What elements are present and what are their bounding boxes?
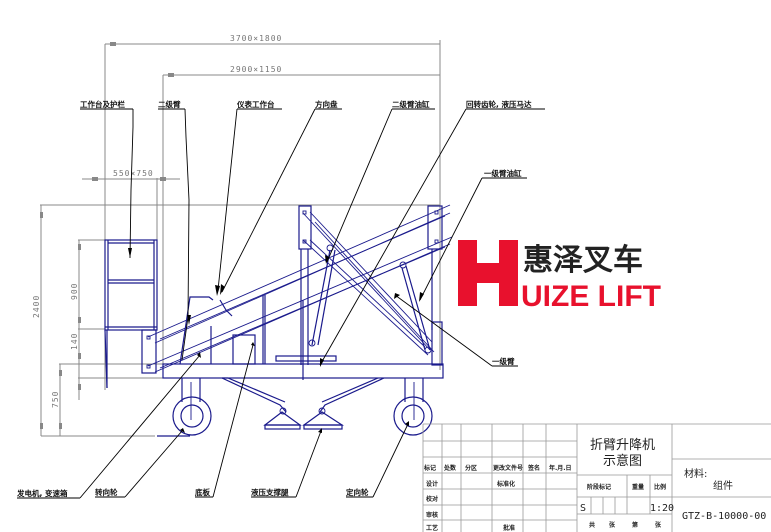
callout-steer-wheel: 转向轮 <box>95 487 118 497</box>
callout-instrument-console: 仪表工作台 <box>236 99 275 109</box>
first-arm-cylinder <box>399 261 432 354</box>
dim-platform: 550×750 <box>113 169 154 178</box>
dimension-lines: 3700×1800 2900×1150 550×750 2400 900 140 <box>32 34 441 437</box>
tb-header-date: 年.月.日 <box>549 464 572 472</box>
fixed-wheel-right <box>393 396 433 436</box>
tb-weight-header: 重量 <box>632 483 644 491</box>
tb-sheet-unit1: 张 <box>609 521 616 529</box>
stage-mark-value: S <box>580 503 586 514</box>
callout-labels: 工作台及护栏 二级臂 仪表工作台 方向盘 二级臂油缸 回转齿轮, 液压马达 一级… <box>16 99 532 498</box>
instrument-console <box>179 295 266 365</box>
tb-row-design: 设计 <box>426 480 438 488</box>
drawing-title-line1: 折臂升降机 <box>590 438 655 453</box>
work-platform <box>104 239 158 389</box>
callout-steering-wheel: 方向盘 <box>315 99 338 109</box>
tb-scale-header: 比例 <box>654 483 666 491</box>
dim-arm-span: 2900×1150 <box>230 65 282 74</box>
logo-english-text: UIZE LIFT <box>521 280 661 313</box>
material-value: 组件 <box>713 479 733 492</box>
leader-lines <box>17 108 545 499</box>
material-label: 材料: <box>684 467 707 480</box>
tb-row-check: 校对 <box>426 495 438 503</box>
second-arm-cylinder <box>308 244 336 347</box>
scale-value: 1:20 <box>650 503 674 514</box>
tb-header-signature: 签名 <box>527 464 540 472</box>
callout-slewing-gear-motor: 回转齿轮, 液压马达 <box>466 99 532 109</box>
chassis <box>162 363 444 430</box>
callout-base-plate: 底板 <box>195 487 210 497</box>
callout-second-arm-cylinder: 二级臂油缸 <box>392 99 430 109</box>
callout-platform-guardrail: 工作台及护栏 <box>80 99 125 109</box>
tb-row-approve: 批准 <box>503 524 515 532</box>
tb-row-review: 审核 <box>426 511 438 519</box>
tb-header-count: 处数 <box>443 464 457 472</box>
title-block: 标记 处数 分区 更改文件号 签名 年.月.日 设计 标准化 校对 审核 工艺 … <box>422 423 771 532</box>
dim-gap: 140 <box>70 333 79 350</box>
dim-total-height: 2400 <box>32 295 41 318</box>
dim-overall: 3700×1800 <box>230 34 282 43</box>
callout-generator-gearbox: 发电机, 变速箱 <box>16 488 68 498</box>
tb-header-change-doc: 更改文件号 <box>493 464 523 472</box>
callout-fixed-wheel: 定向轮 <box>346 487 369 497</box>
callout-first-arm-cylinder: 一级臂油缸 <box>484 168 522 178</box>
second-arm <box>147 204 453 373</box>
tb-sheet-number: 第 <box>631 521 638 529</box>
callout-hydraulic-outrigger: 液压支撑腿 <box>251 487 289 497</box>
dim-base: 750 <box>51 391 60 408</box>
drawing-title-line2: 示意图 <box>603 453 642 469</box>
logo-chinese-text: 惠泽叉车 <box>523 243 643 278</box>
tb-row-process: 工艺 <box>426 524 438 532</box>
tb-header-zone: 分区 <box>465 464 477 472</box>
dim-guardrail: 900 <box>70 283 79 300</box>
tb-row-standardization: 标准化 <box>496 480 515 488</box>
steering-wheel-left <box>157 396 212 437</box>
brand-logo: 惠泽叉车 UIZE LIFT <box>458 240 661 313</box>
callout-second-arm: 二级臂 <box>158 99 181 109</box>
callout-first-arm: 一级臂 <box>492 356 515 366</box>
tb-sheet-total: 共 <box>589 521 595 529</box>
tb-sheet-unit2: 张 <box>655 521 662 529</box>
first-arm <box>302 211 435 356</box>
tb-header-mark: 标记 <box>423 464 436 472</box>
lift-machine <box>104 204 453 437</box>
tb-stage-mark-header: 阶段标记 <box>587 483 611 491</box>
drawing-number: GTZ-B-10000-00 <box>682 511 766 522</box>
